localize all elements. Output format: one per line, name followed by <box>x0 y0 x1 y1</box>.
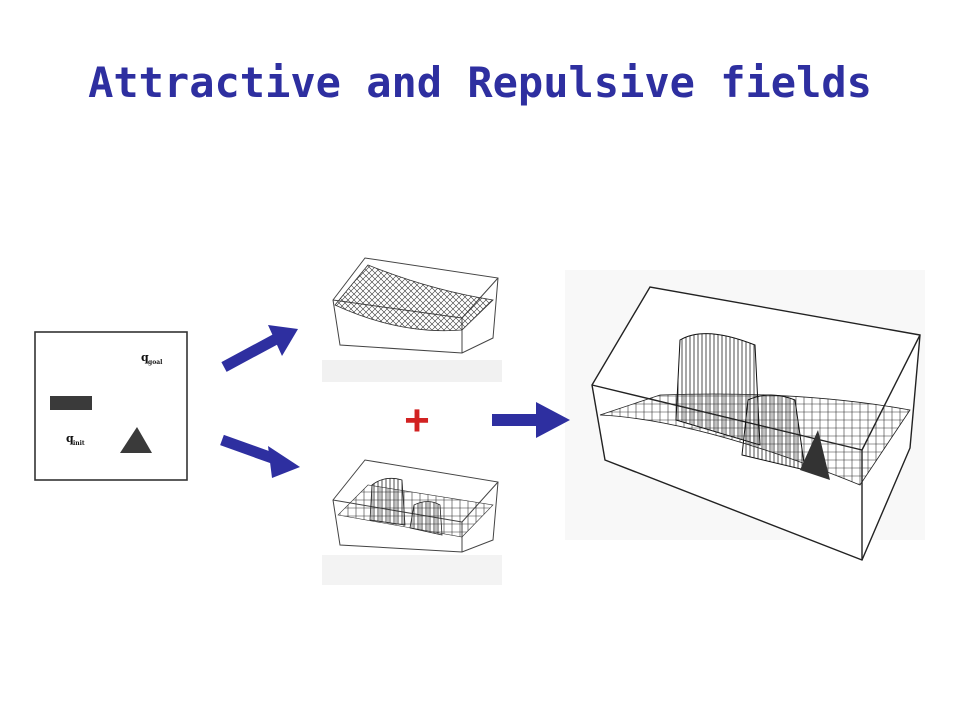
triangle-obstacle <box>120 427 152 453</box>
arrow-to-attractive <box>221 325 298 372</box>
arrow-to-repulsive <box>220 434 300 478</box>
arrow-to-combined <box>492 402 570 438</box>
goal-label: q <box>141 351 149 364</box>
attractive-field-surface <box>332 257 499 354</box>
slide-title: Attractive and Repulsive fields <box>88 58 872 107</box>
repulsive-field-surface <box>332 459 499 553</box>
rectangle-obstacle <box>50 396 92 410</box>
combined-field-surface <box>591 286 921 561</box>
goal-subscript: goal <box>148 359 163 366</box>
start-label: q <box>66 432 74 445</box>
configuration-space-panel: q goal q init <box>34 331 188 481</box>
start-subscript: init <box>73 440 85 447</box>
plus-sign: + <box>404 396 430 445</box>
